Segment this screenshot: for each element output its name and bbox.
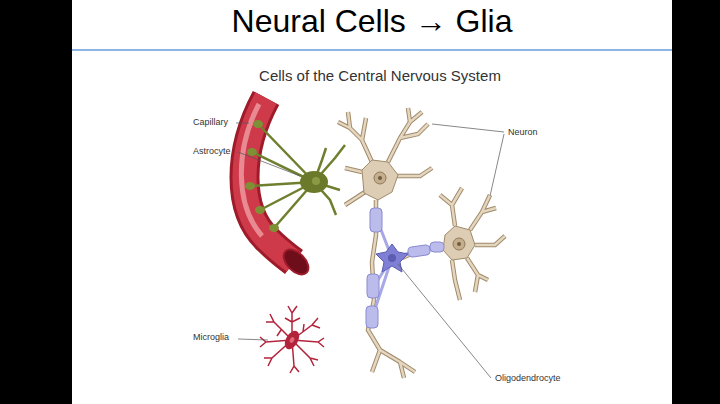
- figure-heading: Cells of the Central Nervous System: [259, 68, 501, 85]
- slide-ground: [72, 0, 672, 404]
- microglia-drawing: [260, 306, 324, 373]
- part-label: Astrocyte: [193, 147, 231, 157]
- part-label: Oligodendrocyte: [495, 374, 561, 384]
- slide-title: Neural Cells → Glia: [232, 4, 513, 39]
- part-label: Capillary: [193, 118, 228, 128]
- astrocyte-drawing: [245, 120, 345, 232]
- part-label: Neuron: [508, 128, 538, 138]
- neuron-drawing: [338, 108, 505, 378]
- title-rule: [72, 49, 672, 51]
- oligodendrocyte-drawing: [366, 208, 444, 328]
- part-label: Microglia: [193, 333, 229, 343]
- leader-lines: [236, 123, 504, 378]
